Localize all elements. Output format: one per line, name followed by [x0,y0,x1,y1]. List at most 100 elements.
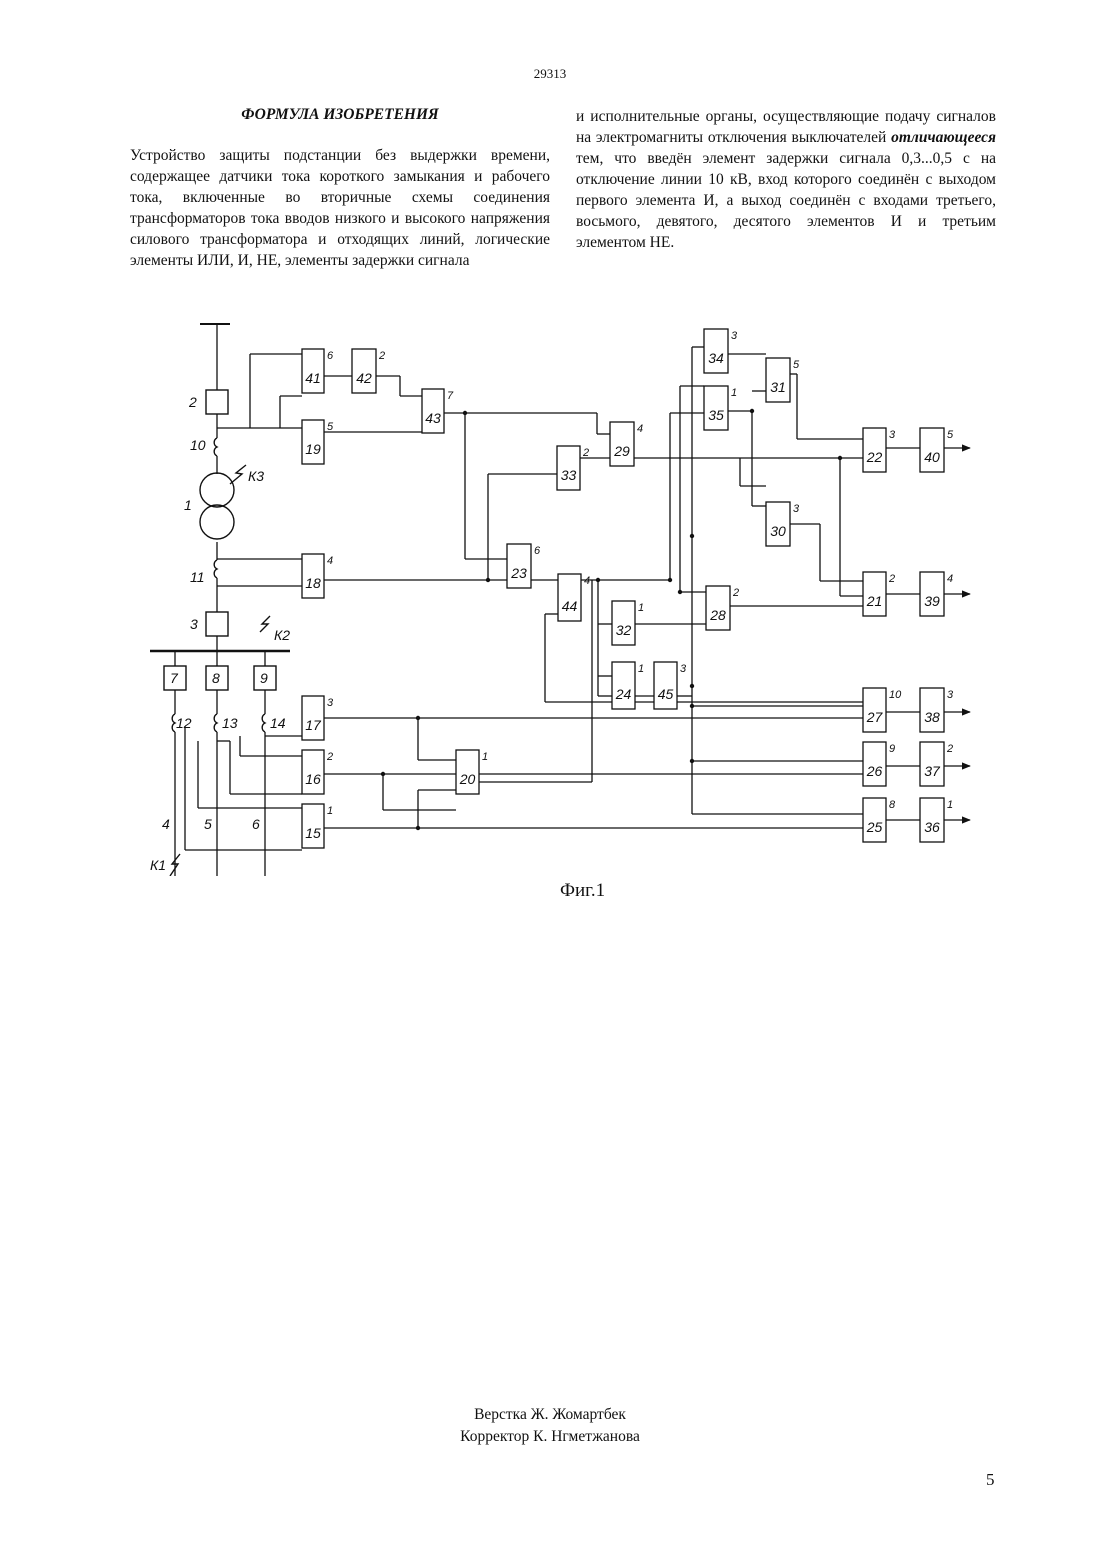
logic-block-tag: 2 [326,751,333,763]
logic-block-tag: 1 [482,751,488,763]
credits: Верстка Ж. Жомартбек Корректор К. Нгметж… [0,1404,1100,1448]
transformer-winding-hv [200,473,234,507]
logic-block-tag: 6 [327,350,334,362]
claims-left-column: ФОРМУЛА ИЗОБРЕТЕНИЯ Устройство защиты по… [130,104,550,271]
logic-block-number: 22 [866,449,883,465]
transformer-label: 1 [184,497,192,513]
logic-block-26: 269 [863,742,895,786]
logic-block-tag: 5 [793,359,800,371]
logic-block-tag: 9 [889,743,895,755]
logic-block-number: 38 [924,709,940,725]
logic-block-33: 332 [557,446,589,490]
page-number: 5 [986,1470,995,1490]
fault-k2-label: К2 [274,627,290,643]
logic-block-number: 35 [708,407,724,423]
ct-coil-12 [172,714,175,732]
logic-block-number: 41 [305,370,321,386]
ct-coil-14 [262,714,265,732]
logic-block-20: 201 [456,750,488,794]
logic-block-29: 29 4 [610,422,643,466]
breaker-label-7: 7 [170,670,179,686]
logic-block-32: 32 1 [612,601,644,645]
logic-block-number: 31 [770,379,786,395]
ct-coil-11 [214,560,217,578]
logic-block-27: 27 10 [863,688,902,732]
logic-block-number: 24 [615,686,632,702]
logic-block-tag: 5 [327,421,334,433]
claims-text-right-b: тем, что введён элемент задержки сигнала… [576,150,996,251]
logic-block-number: 43 [425,410,441,426]
logic-block-number: 17 [305,717,322,733]
logic-block-tag: 4 [947,573,953,585]
circuit-diagram: 4164224371951841731621512012363322944443… [140,316,990,876]
logic-block-38: 38 3 [920,688,954,732]
logic-block-tag: 3 [731,330,738,342]
logic-block-tag: 1 [638,602,644,614]
logic-block-tag: 3 [327,697,334,709]
logic-block-tag: 3 [947,689,954,701]
logic-block-41: 41 6 [302,349,334,393]
figure-caption: Фиг.1 [560,880,605,902]
logic-block-number: 34 [708,350,724,366]
claims-heading: ФОРМУЛА ИЗОБРЕТЕНИЯ [130,104,550,125]
logic-block-tag: 10 [889,689,902,701]
ct-label-12: 12 [176,715,192,731]
logic-block-34: 34 3 [704,329,738,373]
breaker-3 [206,612,228,636]
logic-block-40: 40 5 [920,428,954,472]
logic-block-28: 282 [706,586,739,630]
logic-block-number: 25 [866,819,883,835]
logic-block-tag: 2 [888,573,895,585]
logic-block-number: 27 [866,709,884,725]
logic-block-43: 43 7 [422,389,454,433]
logic-block-tag: 2 [946,743,953,755]
logic-block-number: 44 [562,598,578,614]
logic-block-number: 23 [510,565,527,581]
logic-block-number: 29 [613,443,630,459]
logic-block-tag: 4 [327,555,333,567]
breaker-2 [206,390,228,414]
logic-block-23: 23 6 [507,544,541,588]
logic-block-tag: 3 [889,429,896,441]
breaker-label-8: 8 [212,670,220,686]
line-label-5: 5 [204,816,212,832]
claims-text-left: Устройство защиты подстанции без выдержк… [130,145,550,271]
ct-label-11: 11 [190,569,205,585]
logic-block-22: 22 3 [863,428,896,472]
breaker-label-9: 9 [260,670,268,686]
logic-block-35: 35 1 [704,386,737,430]
fault-k3-label: К3 [248,468,264,484]
logic-block-number: 19 [305,441,321,457]
transformer-winding-lv [200,505,234,539]
claims-text-right: и исполнительные органы, осуществляющие … [576,106,996,253]
claims-right-column: и исполнительные органы, осуществляющие … [576,106,996,253]
logic-block-tag: 1 [731,387,737,399]
logic-block-tag: 3 [793,503,800,515]
logic-block-tag: 7 [447,390,454,402]
logic-block-number: 39 [924,593,940,609]
fault-k2-mark [260,616,270,632]
line-label-4: 4 [162,816,170,832]
logic-block-19: 19 5 [302,420,334,464]
claims-emphasis: отличающееся [891,129,996,146]
logic-block-tag: 1 [327,805,333,817]
logic-block-18: 18 4 [302,554,333,598]
ct-label-13: 13 [222,715,238,731]
logic-block-number: 42 [356,370,372,386]
logic-block-tag: 4 [637,423,643,435]
fault-k3-mark [230,465,246,484]
logic-block-number: 32 [616,622,632,638]
breakers [164,390,276,690]
logic-block-16: 162 [302,750,333,794]
logic-block-tag: 2 [732,587,739,599]
ct-label-10: 10 [190,437,206,453]
logic-block-number: 37 [924,763,941,779]
logic-block-number: 18 [305,575,321,591]
breaker-label-3: 3 [190,616,198,632]
ct-label-14: 14 [270,715,286,731]
logic-block-tag: 6 [534,545,541,557]
logic-block-tag: 3 [680,663,687,675]
logic-block-number: 40 [924,449,940,465]
logic-block-tag: 2 [582,447,589,459]
logic-block-tag: 5 [947,429,954,441]
